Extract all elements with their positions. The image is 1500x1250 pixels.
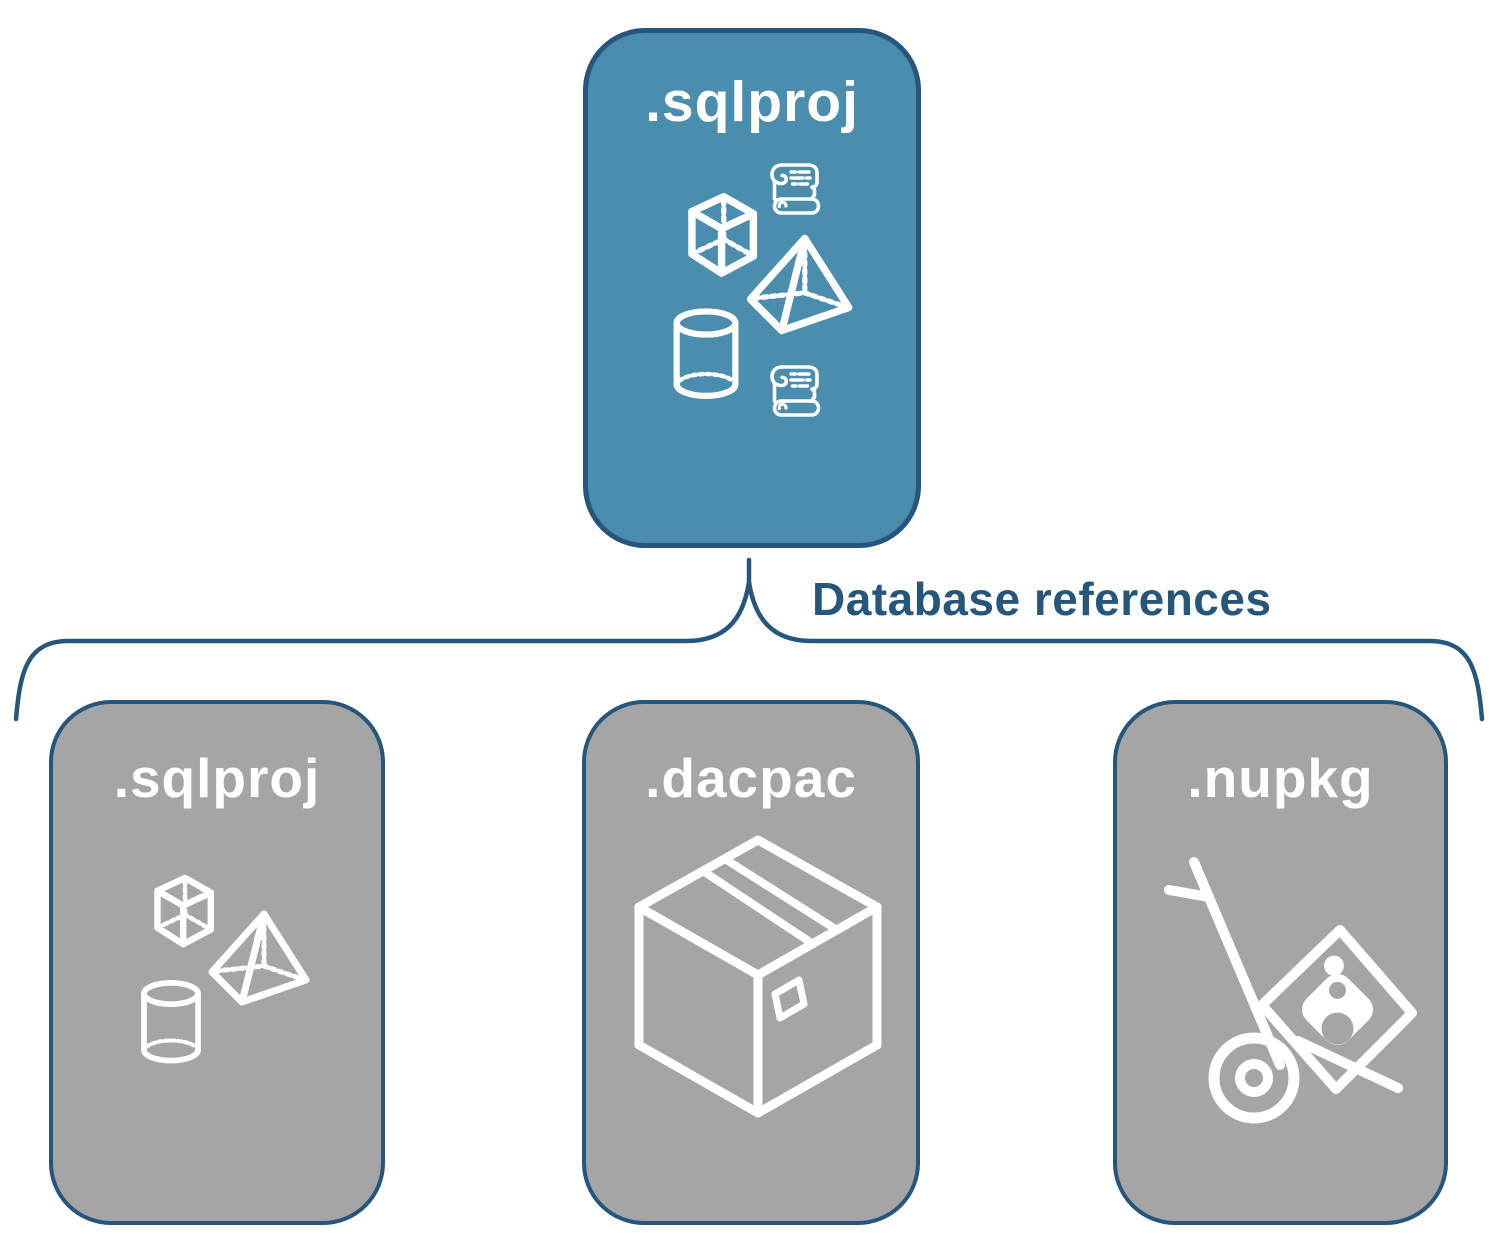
root-node-sqlproj: .sqlproj: [583, 28, 921, 548]
child-node-title: .nupkg: [1187, 747, 1374, 809]
child-node-sqlproj: .sqlproj: [49, 700, 385, 1225]
database-references-label: Database references: [812, 573, 1272, 625]
child-node-dacpac: .dacpac: [582, 700, 920, 1225]
child-node-title: .dacpac: [645, 747, 857, 809]
root-node-title: .sqlproj: [645, 70, 859, 134]
child-node-nupkg: .nupkg: [1113, 700, 1448, 1225]
child-node-title: .sqlproj: [113, 747, 321, 809]
